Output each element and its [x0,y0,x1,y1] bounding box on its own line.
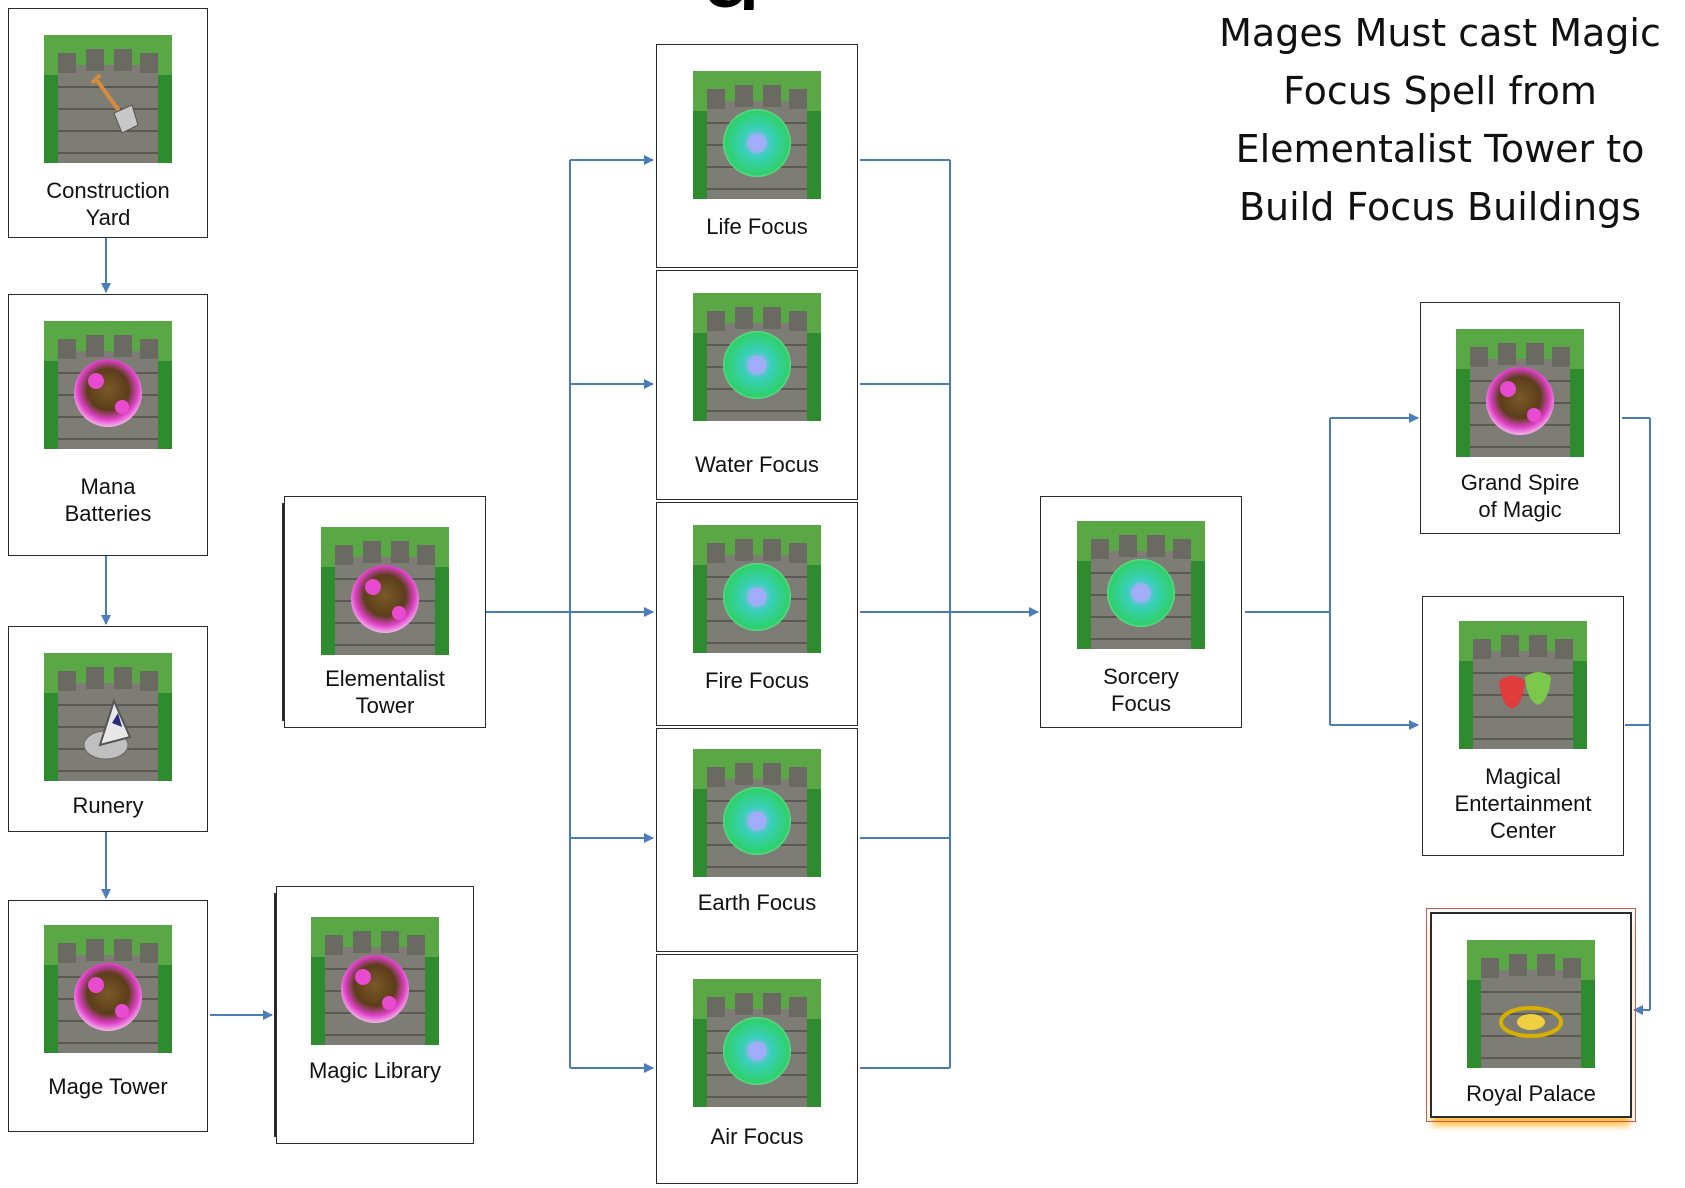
crown-orb-icon [1467,940,1595,1068]
node-fire-focus[interactable]: Fire Focus [656,502,858,726]
title-fragment: g [700,0,780,10]
rune-stone-icon [44,653,172,781]
node-air-focus[interactable]: Air Focus [656,954,858,1184]
node-label: Sorcery Focus [1103,664,1179,716]
node-mana-batteries[interactable]: Mana Batteries [8,294,208,556]
pink-orb-icon [311,917,439,1045]
node-construction-yard[interactable]: Construction Yard [8,8,208,238]
node-label: Water Focus [695,452,819,477]
pink-orb-icon [44,321,172,449]
node-label: Runery [72,793,144,818]
node-label: Royal Palace [1466,1081,1596,1106]
node-water-focus[interactable]: Water Focus [656,270,858,500]
node-label: Mana Batteries [64,474,152,526]
node-label: Fire Focus [705,668,809,693]
node-elementalist-tower[interactable]: Elementalist Tower [284,496,486,728]
node-sorcery-focus[interactable]: Sorcery Focus [1040,496,1242,728]
node-label: Construction Yard [46,178,170,230]
node-magic-library[interactable]: Magic Library [276,886,474,1144]
node-label: Mage Tower [48,1074,168,1099]
node-runery[interactable]: Runery [8,626,208,832]
node-label: Elementalist Tower [325,666,445,718]
node-label: Air Focus [710,1124,804,1149]
theater-masks-icon [1459,621,1587,749]
node-life-focus[interactable]: Life Focus [656,44,858,268]
node-label: Magical Entertainment Center [1454,764,1592,843]
pink-orb-icon [1456,329,1584,457]
node-label: Grand Spire of Magic [1460,470,1580,522]
node-magical-entertainment[interactable]: Magical Entertainment Center [1422,596,1624,856]
green-orb-icon [693,979,821,1107]
node-mage-tower[interactable]: Mage Tower [8,900,208,1132]
green-orb-icon [1077,521,1205,649]
instruction-note: Mages Must cast Magic Focus Spell from E… [1219,11,1661,229]
green-orb-icon [693,293,821,421]
node-grand-spire[interactable]: Grand Spire of Magic [1420,302,1620,534]
green-orb-icon [693,525,821,653]
node-label: Magic Library [308,1058,442,1083]
node-label: Life Focus [706,214,808,239]
node-label: Earth Focus [697,890,817,915]
node-earth-focus[interactable]: Earth Focus [656,728,858,952]
green-orb-icon [693,749,821,877]
green-orb-icon [693,71,821,199]
pink-orb-icon [44,925,172,1053]
pink-orb-icon [321,527,449,655]
shovel-icon [44,35,172,163]
node-royal-palace[interactable]: Royal Palace [1426,908,1636,1122]
